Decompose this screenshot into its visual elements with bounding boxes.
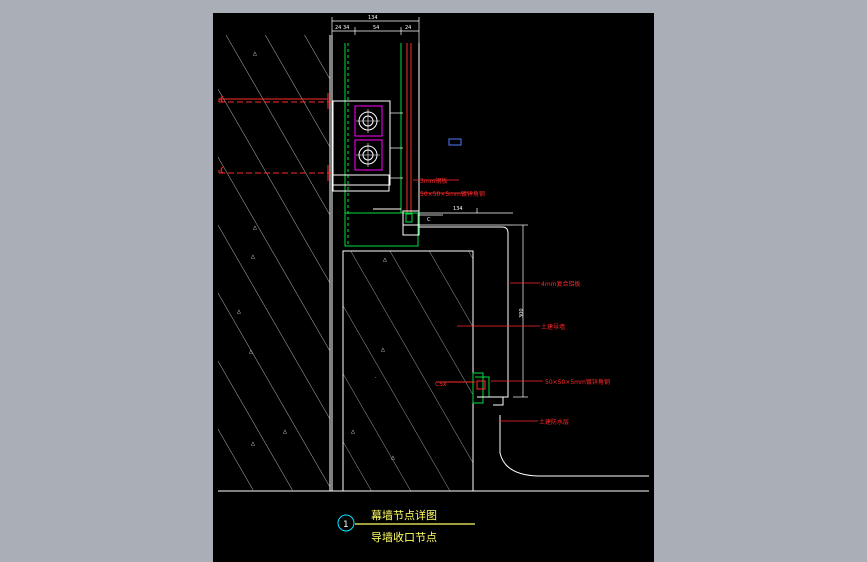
svg-text:△: △ <box>283 429 287 435</box>
dim-mid-right: 134 <box>453 206 463 212</box>
svg-text:△: △ <box>383 257 387 263</box>
svg-text:△: △ <box>249 349 253 355</box>
title-main: 幕墙节点详图 <box>371 508 437 522</box>
title-sub: 导墙收口节点 <box>371 530 437 544</box>
svg-text:△: △ <box>381 347 385 353</box>
label-angle-steel-bottom: 50×50×5mm镀锌角钢 <box>545 378 610 386</box>
svg-text:C: C <box>427 217 431 223</box>
selection-marker <box>448 138 462 146</box>
top-dimension <box>331 17 420 43</box>
label-civil-waterproof: 土建防水层 <box>539 418 569 426</box>
svg-text:△: △ <box>251 254 255 260</box>
dim-top-mid: 54 <box>373 25 379 31</box>
dim-top-right: 24 <box>405 25 411 31</box>
svg-text:C5x: C5x <box>435 381 447 388</box>
drawing-sheet: △ △ △ △ △ △ △ 134 24 3 <box>213 13 654 562</box>
bracket-assembly <box>332 100 403 192</box>
svg-text:△: △ <box>253 225 257 231</box>
svg-text:△: △ <box>351 429 355 435</box>
leader-lines <box>413 179 543 422</box>
title-number: 1 <box>343 520 349 530</box>
svg-text:△: △ <box>391 455 395 461</box>
dim-vertical: 300 <box>519 308 525 318</box>
svg-text:△: △ <box>251 441 255 447</box>
dim-top-left: 24 34 <box>335 25 349 31</box>
guide-wall: △ △ △ △ · <box>342 250 474 492</box>
anchor-bolts <box>218 93 331 181</box>
label-plate-3mm: 3mm钢板 <box>420 177 448 185</box>
bottom-angle-steel: C5x <box>435 372 504 406</box>
svg-text:△: △ <box>253 51 257 57</box>
label-civil-beam: 土建导墙 <box>541 323 565 331</box>
concrete-wall: △ △ △ △ △ △ △ <box>218 35 331 491</box>
dim-top-total: 134 <box>368 15 378 21</box>
label-angle-steel-top: 50×50×5mm镀锌角钢 <box>420 190 485 198</box>
title-block: 1 幕墙节点详图 导墙收口节点 <box>337 508 475 544</box>
frame-lines <box>331 35 420 491</box>
svg-text:·: · <box>375 375 377 381</box>
cad-detail-drawing: △ △ △ △ △ △ △ 134 24 3 <box>218 15 649 544</box>
label-alu-panel: 4mm复合铝板 <box>541 280 581 288</box>
joint-node: C <box>373 208 513 236</box>
svg-text:△: △ <box>237 309 241 315</box>
alu-panel-outline <box>419 208 649 477</box>
